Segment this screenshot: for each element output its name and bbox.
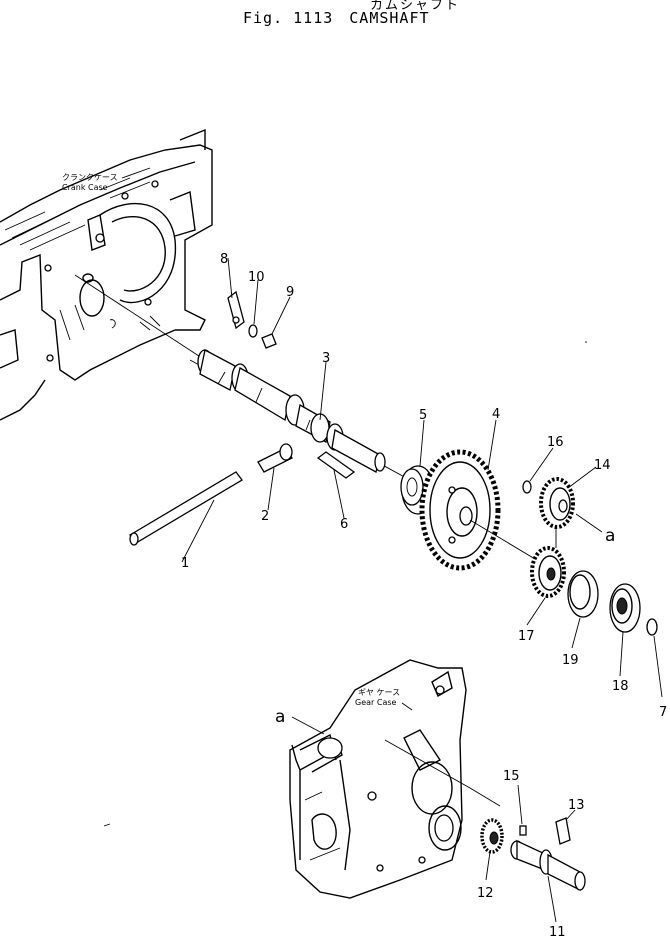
gear-case [289,659,471,899]
part-number-4: 4 [492,407,500,422]
part-13-pin [555,817,571,845]
part-14-idler-gear [539,477,575,529]
part-number-7: 7 [659,705,667,720]
part-number-12: 12 [477,886,494,901]
part-number-13: 13 [568,798,585,813]
part-number-14: 14 [594,458,611,473]
part-7-snap-ring [646,618,658,636]
reference-a-upper: a [605,526,615,546]
part-number-5: 5 [419,408,427,423]
part-12-gear [469,787,504,854]
part-number-15: 15 [503,769,520,784]
gear-case-label-jp: ギヤ ケース [358,688,400,697]
part-10-washer [248,324,258,338]
reference-a-lower: a [275,707,285,727]
part-8-lock-plate [227,290,245,330]
part-number-17: 17 [518,629,535,644]
part-number-3: 3 [322,351,330,366]
part-16-snap-ring [522,480,532,494]
part-number-10: 10 [248,270,265,285]
part-number-16: 16 [547,435,564,450]
part-number-9: 9 [286,285,294,300]
gear-case-label: Gear Case [355,698,397,707]
part-3-camshaft [189,349,411,481]
part-number-8: 8 [220,252,228,267]
part-number-18: 18 [612,679,629,694]
part-9-bolt [261,333,277,349]
part-number-1: 1 [181,556,189,571]
crank-case-label-jp: クランクケース [62,173,118,182]
part-number-2: 2 [261,509,269,524]
part-number-19: 19 [562,653,579,668]
figure-title-japanese: カムシャフト [370,0,461,13]
figure-title: Fig. 1113 CAMSHAFT [243,9,430,27]
crank-case [0,128,213,421]
part-15-key [519,825,527,836]
part-17-gear [530,546,566,598]
part-4-camshaft-gear [419,449,501,571]
leader-lines [181,257,663,923]
part-11-idler-shaft [510,839,586,892]
crank-case-label: Crank Case [62,183,108,192]
part-2-bushing [257,443,293,473]
part-1-push-rod [129,471,243,546]
part-19-thrust-washer [567,570,599,618]
part-number-6: 6 [340,517,348,532]
part-18-bearing [609,583,641,633]
figure-number: Fig. 1113 [243,9,334,27]
part-number-11: 11 [549,925,566,939]
part-6-key [316,451,356,479]
figure-name: CAMSHAFT [349,9,430,27]
